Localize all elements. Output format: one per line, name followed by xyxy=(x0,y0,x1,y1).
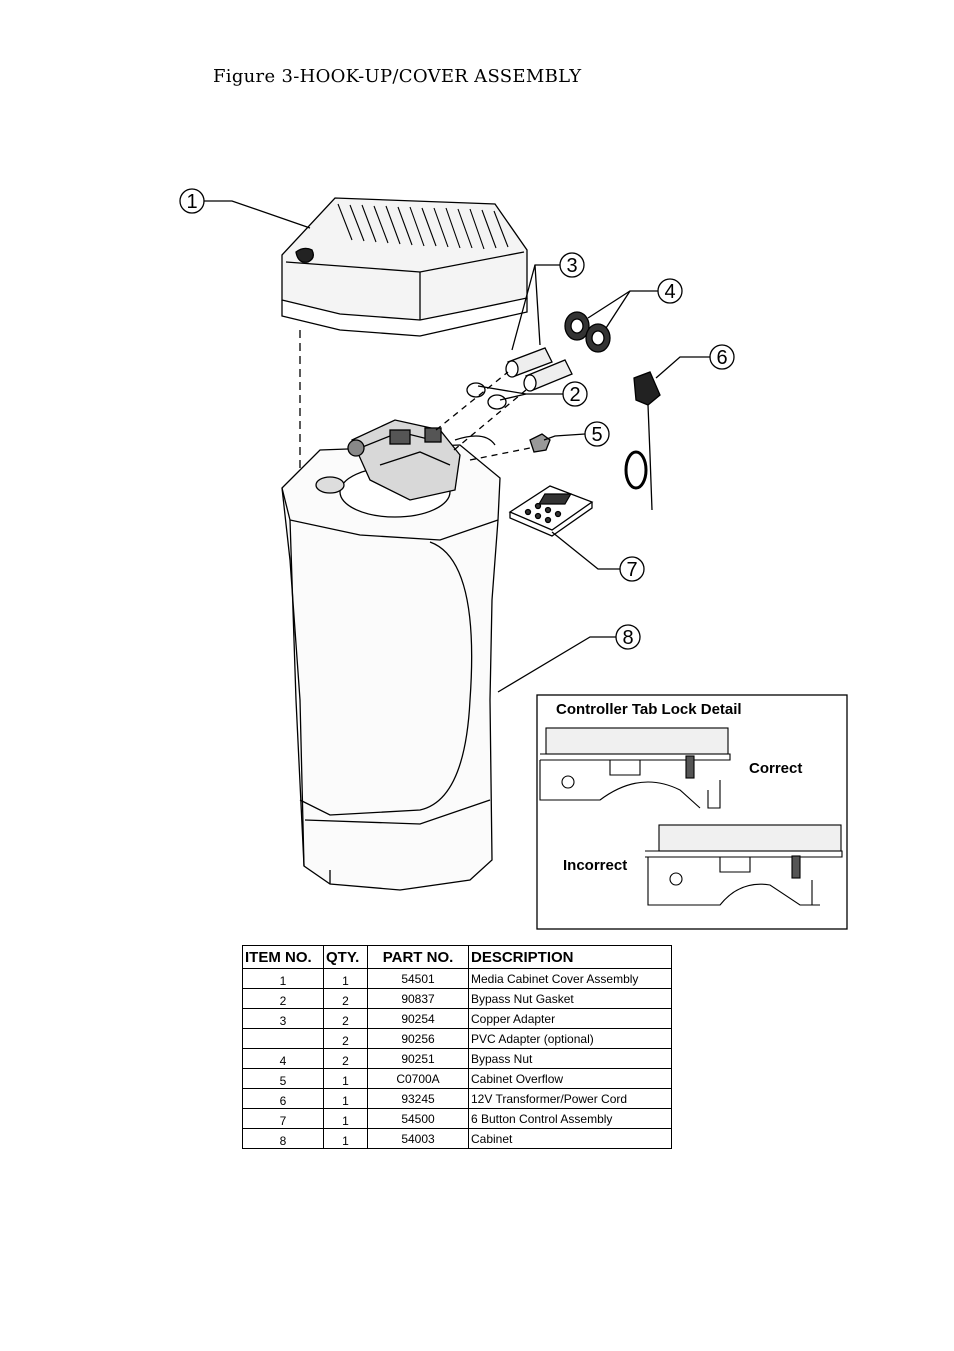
callout-5-circle xyxy=(584,421,610,447)
detail-incorrect-label: Incorrect xyxy=(563,857,627,874)
exploded-assembly-diagram: 1 2 3 4 5 6 7 8 Controller Tab Lock Deta… xyxy=(179,188,848,930)
cell-part: C0700A xyxy=(367,1068,469,1089)
cell-qty: 2 xyxy=(323,988,368,1009)
cell-qty: 2 xyxy=(323,1048,368,1069)
cell-desc: Copper Adapter xyxy=(468,1008,672,1029)
table-row: 3 2 90254 Copper Adapter xyxy=(242,1008,672,1029)
overflow-fitting-drawing xyxy=(529,433,551,453)
cell-part: 90837 xyxy=(367,988,469,1009)
table-row: 1 1 54501 Media Cabinet Cover Assembly xyxy=(242,968,672,989)
callout-3-circle xyxy=(559,252,585,278)
table-row: 2 2 90837 Bypass Nut Gasket xyxy=(242,988,672,1009)
callout-2-circle xyxy=(562,381,588,407)
callout-8-label: 8 xyxy=(622,627,633,649)
detail-title: Controller Tab Lock Detail xyxy=(556,701,742,718)
cell-qty: 1 xyxy=(323,968,368,989)
cell-desc: Cabinet Overflow xyxy=(468,1068,672,1089)
callout-7-circle xyxy=(619,556,645,582)
cell-item: 7 xyxy=(242,1108,324,1129)
cabinet-drawing xyxy=(281,444,501,891)
cell-item: 2 xyxy=(242,988,324,1009)
parts-table: ITEM NO. QTY. PART NO. DESCRIPTION 1 1 5… xyxy=(242,945,672,1149)
table-row: 5 1 C0700A Cabinet Overflow xyxy=(242,1068,672,1089)
callout-1-circle xyxy=(179,188,205,214)
cell-item xyxy=(242,1028,324,1049)
callout-4-circle xyxy=(657,278,683,304)
cabinet-cover-drawing xyxy=(281,197,528,337)
transformer-drawing xyxy=(624,371,661,511)
tab-lock-detail-inset: Controller Tab Lock Detail Correct Incor… xyxy=(536,694,848,930)
cell-qty: 1 xyxy=(323,1128,368,1149)
cell-part: 90256 xyxy=(367,1028,469,1049)
cell-qty: 2 xyxy=(323,1028,368,1049)
header-item-no: ITEM NO. xyxy=(242,945,324,969)
header-qty: QTY. xyxy=(323,945,368,969)
cell-part: 93245 xyxy=(367,1088,469,1109)
callout-3-label: 3 xyxy=(566,255,577,277)
callout-4-label: 4 xyxy=(664,281,675,303)
callout-8-circle xyxy=(615,624,641,650)
table-row: 8 1 54003 Cabinet xyxy=(242,1128,672,1149)
callout-5-label: 5 xyxy=(591,424,602,446)
cell-desc: Bypass Nut xyxy=(468,1048,672,1069)
copper-adapters-drawing xyxy=(505,347,573,392)
header-description: DESCRIPTION xyxy=(468,945,672,969)
callout-6-label: 6 xyxy=(716,347,727,369)
header-part-no: PART NO. xyxy=(367,945,469,969)
table-row: 4 2 90251 Bypass Nut xyxy=(242,1048,672,1069)
cell-item: 5 xyxy=(242,1068,324,1089)
bypass-nuts-drawing xyxy=(564,311,611,353)
cell-desc: Bypass Nut Gasket xyxy=(468,988,672,1009)
cell-part: 90254 xyxy=(367,1008,469,1029)
parts-table-header-row: ITEM NO. QTY. PART NO. DESCRIPTION xyxy=(242,945,672,969)
cell-item: 4 xyxy=(242,1048,324,1069)
control-panel-drawing xyxy=(508,485,594,537)
callout-7-label: 7 xyxy=(626,559,637,581)
cell-part: 54501 xyxy=(367,968,469,989)
cell-desc: PVC Adapter (optional) xyxy=(468,1028,672,1049)
cell-item: 1 xyxy=(242,968,324,989)
cell-desc: 12V Transformer/Power Cord xyxy=(468,1088,672,1109)
cell-part: 54500 xyxy=(367,1108,469,1129)
cell-item: 6 xyxy=(242,1088,324,1109)
cell-qty: 1 xyxy=(323,1068,368,1089)
cell-item: 8 xyxy=(242,1128,324,1149)
callout-6-circle xyxy=(709,344,735,370)
table-row: 6 1 93245 12V Transformer/Power Cord xyxy=(242,1088,672,1109)
cell-qty: 1 xyxy=(323,1108,368,1129)
cell-qty: 1 xyxy=(323,1088,368,1109)
figure-title: Figure 3-HOOK-UP/COVER ASSEMBLY xyxy=(213,66,582,87)
gaskets-drawing xyxy=(466,382,507,410)
detail-correct-label: Correct xyxy=(749,760,802,777)
cell-desc: Media Cabinet Cover Assembly xyxy=(468,968,672,989)
cell-part: 90251 xyxy=(367,1048,469,1069)
callout-2-label: 2 xyxy=(569,384,580,406)
cell-qty: 2 xyxy=(323,1008,368,1029)
control-valve-drawing xyxy=(347,419,496,501)
cell-desc: 6 Button Control Assembly xyxy=(468,1108,672,1129)
table-row: 7 1 54500 6 Button Control Assembly xyxy=(242,1108,672,1129)
cell-item: 3 xyxy=(242,1008,324,1029)
table-row: 2 90256 PVC Adapter (optional) xyxy=(242,1028,672,1049)
cell-desc: Cabinet xyxy=(468,1128,672,1149)
callout-1-label: 1 xyxy=(186,191,197,213)
cell-part: 54003 xyxy=(367,1128,469,1149)
